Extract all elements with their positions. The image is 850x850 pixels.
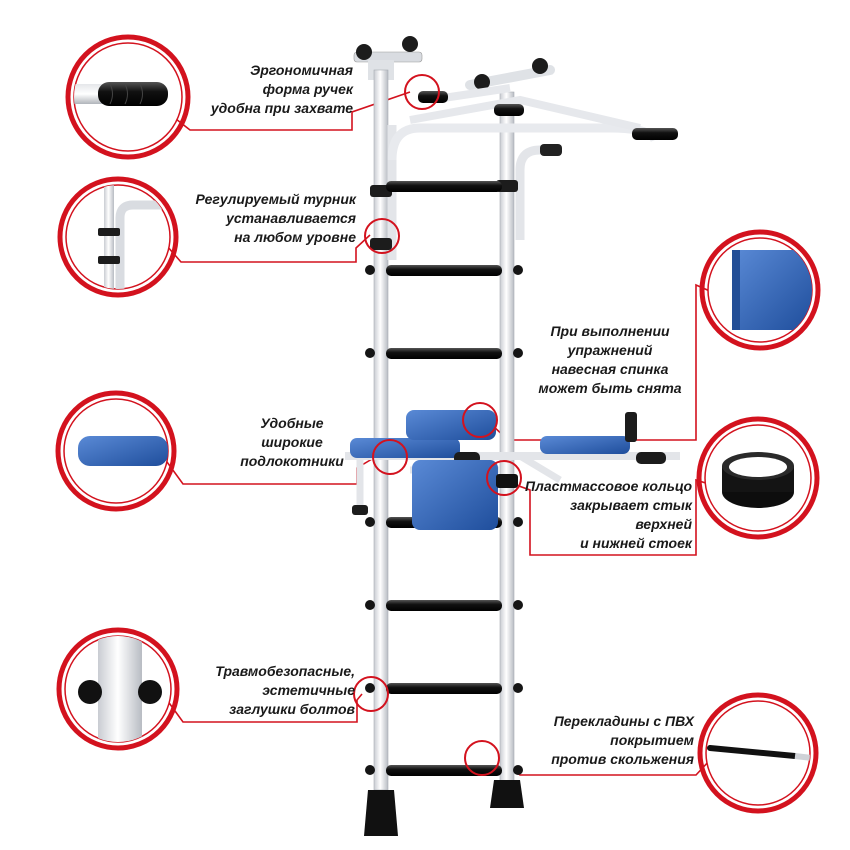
armrest-pad-icon [55,390,177,512]
handle-grip-icon [65,34,191,160]
callout-backrest: При выполнении упражнений навесная спинк… [538,323,682,396]
wall-bars [345,36,680,836]
leader-handles [175,91,411,131]
plastic-ring-icon [696,416,820,540]
leader-bar [166,234,371,263]
backrest-pad-icon [699,229,821,351]
pvc-rung-icon [697,692,819,814]
detail-markers [353,74,522,776]
bolt-plug-icon [56,627,180,751]
callout-rungs: Перекладины с ПВХ покрытием против сколь… [551,713,694,767]
callout-bar: Регулируемый турник устанавливается на л… [195,191,356,245]
callout-armrests: Удобные широкие подлокотники [240,415,344,469]
leader-plugs [166,693,363,723]
bar-clamp-icon [57,176,179,298]
callout-handles: Эргономичная форма ручек удобна при захв… [210,62,353,116]
callout-plugs: Травмобезопасные, эстетичные заглушки бо… [215,663,355,717]
callout-ring: Пластмассовое кольцо закрывает стык верх… [525,478,692,551]
